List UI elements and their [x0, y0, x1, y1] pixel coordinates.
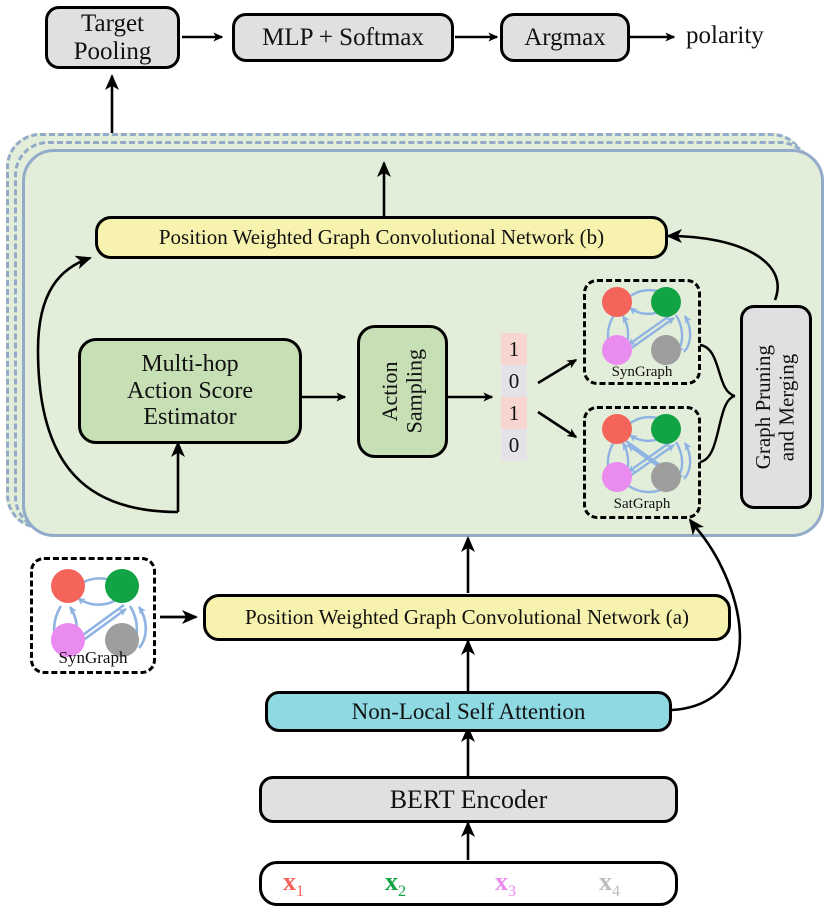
action-bit-3: 0	[501, 429, 527, 461]
graph-node-magenta	[602, 335, 632, 365]
satgraph-box	[583, 406, 701, 519]
graph-node-red	[51, 569, 85, 603]
pwgcn-b-box[interactable]: Position Weighted Graph Convolutional Ne…	[95, 216, 668, 259]
action-bit-2: 1	[501, 397, 527, 429]
action-vector: 1 0 1 0	[501, 333, 527, 461]
token-x1: x1	[283, 867, 305, 901]
satgraph-nodes	[583, 406, 701, 519]
non-local-self-attention-box[interactable]: Non-Local Self Attention	[265, 691, 672, 732]
target-pooling-box[interactable]: Target Pooling	[45, 6, 180, 69]
syngraph-input-caption: SynGraph	[58, 648, 128, 667]
bert-encoder-box[interactable]: BERT Encoder	[259, 776, 678, 823]
graph-node-gray	[105, 623, 139, 657]
action-bit-0: 1	[501, 333, 527, 365]
mlp-softmax-box[interactable]: MLP + Softmax	[232, 13, 454, 62]
graph-pruning-label: Graph Pruning and Merging	[751, 344, 799, 470]
graph-node-magenta	[51, 623, 85, 657]
syngraph-inner-caption: SynGraph	[611, 364, 673, 380]
polarity-label: polarity	[686, 22, 764, 49]
action-bit-1: 0	[501, 365, 527, 397]
argmax-box[interactable]: Argmax	[500, 13, 630, 62]
action-sampling-box[interactable]: Action Sampling	[357, 325, 448, 458]
graph-node-green	[651, 414, 681, 444]
token-sequence-box[interactable]	[259, 861, 678, 906]
graph-node-green	[651, 287, 681, 317]
multi-hop-action-score-estimator-box[interactable]: Multi-hop Action Score Estimator	[78, 338, 302, 444]
syngraph-inner-nodes	[583, 279, 701, 385]
graph-node-red	[602, 414, 632, 444]
token-x4: x4	[599, 867, 621, 901]
graph-pruning-and-merging-box[interactable]: Graph Pruning and Merging	[740, 305, 812, 509]
token-x3: x3	[495, 867, 517, 901]
syngraph-inner-box	[583, 279, 701, 385]
graph-node-gray	[651, 335, 681, 365]
action-sampling-label: Action Sampling	[376, 349, 427, 434]
graph-node-gray	[651, 462, 681, 492]
satgraph-caption: SatGraph	[613, 496, 671, 512]
token-row: x1 x2 x3 x4	[259, 861, 678, 906]
syngraph-input-box	[30, 557, 156, 674]
pwgcn-a-box[interactable]: Position Weighted Graph Convolutional Ne…	[203, 594, 731, 641]
graph-node-magenta	[602, 462, 632, 492]
graph-node-red	[602, 287, 632, 317]
syngraph-input-nodes	[30, 557, 156, 674]
graph-node-green	[105, 569, 139, 603]
token-x2: x2	[385, 867, 407, 901]
